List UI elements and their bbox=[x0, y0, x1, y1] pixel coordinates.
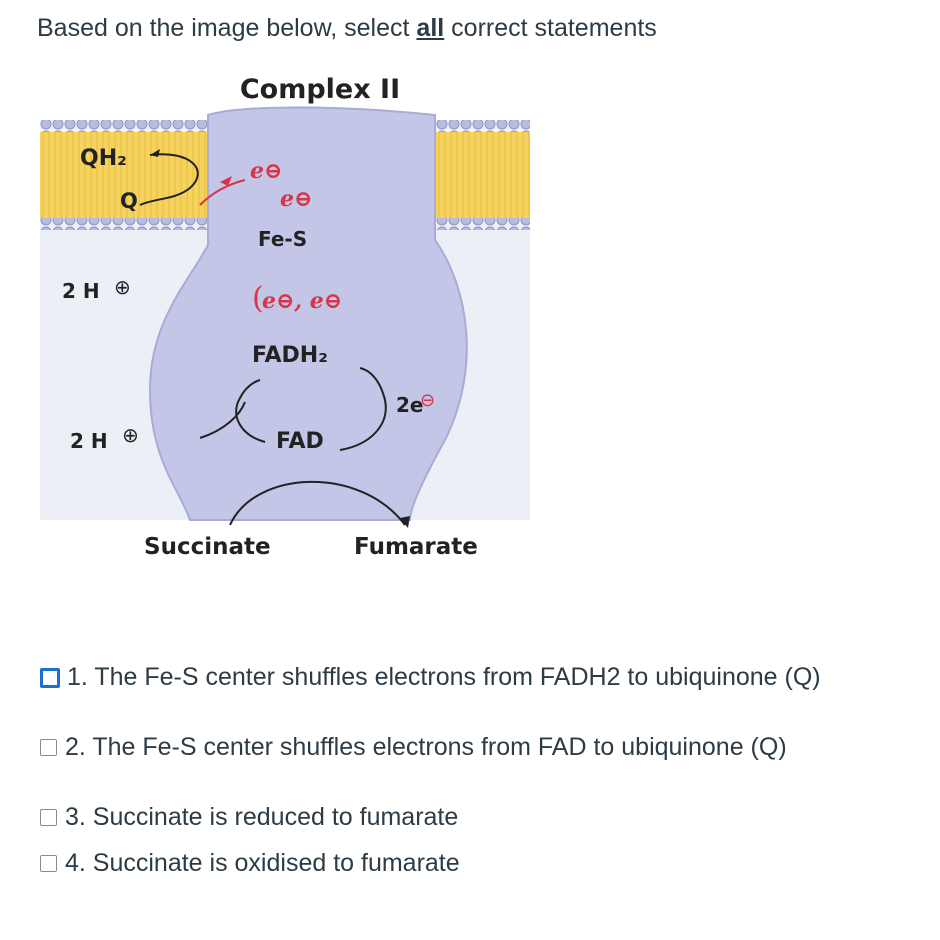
option-4-label[interactable]: 4. Succinate is oxidised to fumarate bbox=[65, 849, 460, 877]
electron-3: e⊖, e⊖ bbox=[262, 288, 342, 314]
electron-1: e⊖ bbox=[250, 158, 282, 184]
label-qh2: QH₂ bbox=[80, 146, 127, 171]
complex-ii-protein bbox=[148, 106, 468, 521]
label-2e: 2e bbox=[396, 393, 423, 417]
option-2[interactable]: 2. The Fe-S center shuffles electrons fr… bbox=[40, 733, 787, 762]
option-4-checkbox[interactable] bbox=[40, 855, 57, 872]
option-2-label[interactable]: 2. The Fe-S center shuffles electrons fr… bbox=[65, 733, 787, 761]
figure-title: Complex II bbox=[240, 74, 400, 105]
question-emphasis: all bbox=[416, 14, 445, 42]
option-1-checkbox[interactable] bbox=[40, 667, 60, 688]
label-succinate: Succinate bbox=[144, 534, 271, 560]
option-3-label[interactable]: 3. Succinate is reduced to fumarate bbox=[65, 803, 459, 831]
question-suffix: correct statements bbox=[444, 14, 657, 42]
label-fad: FAD bbox=[276, 429, 324, 454]
option-3-checkbox[interactable] bbox=[40, 809, 57, 826]
option-2-checkbox[interactable] bbox=[40, 739, 57, 756]
electron-bracket: ( bbox=[252, 281, 264, 316]
proton-symbol-top: ⊕ bbox=[114, 275, 131, 299]
electron-transfer-arrow bbox=[199, 179, 246, 206]
question-prefix: Based on the image below, select bbox=[37, 14, 417, 42]
option-3[interactable]: 3. Succinate is reduced to fumarate bbox=[40, 803, 458, 832]
label-2h-top: 2 H bbox=[62, 279, 100, 303]
qh2-curve-arrow bbox=[139, 153, 199, 206]
electron-symbol-2e: ⊖ bbox=[420, 390, 435, 411]
fadh2-to-fad-arrow bbox=[235, 379, 266, 443]
succinate-fumarate-arrow bbox=[229, 480, 406, 526]
label-fadh2: FADH₂ bbox=[252, 343, 328, 368]
label-q: Q bbox=[120, 189, 138, 213]
fad-to-fadh2-arrow bbox=[339, 367, 387, 451]
complex-ii-diagram: Complex II QH₂ Q e⊖ e⊖ Fe-S ( e⊖, e⊖ 2 H… bbox=[40, 70, 530, 570]
question-prompt: Based on the image below, select all cor… bbox=[37, 14, 657, 43]
label-fumarate: Fumarate bbox=[354, 534, 478, 560]
option-4[interactable]: 4. Succinate is oxidised to fumarate bbox=[40, 849, 460, 878]
option-1-label[interactable]: 1. The Fe-S center shuffles electrons fr… bbox=[67, 663, 821, 691]
electron-arrowhead bbox=[220, 176, 232, 186]
label-2h-bottom: 2 H bbox=[70, 429, 108, 453]
qh2-arrowhead bbox=[150, 149, 160, 157]
complex-ii-svg: Complex II QH₂ Q e⊖ e⊖ Fe-S ( e⊖, e⊖ 2 H… bbox=[40, 74, 530, 560]
fumarate-arrowhead bbox=[400, 516, 410, 528]
proton-symbol-bottom: ⊕ bbox=[122, 423, 139, 447]
label-fes: Fe-S bbox=[258, 227, 307, 251]
option-1[interactable]: 1. The Fe-S center shuffles electrons fr… bbox=[40, 663, 821, 692]
proton-release-arrow bbox=[199, 401, 246, 439]
electron-2: e⊖ bbox=[280, 186, 312, 212]
